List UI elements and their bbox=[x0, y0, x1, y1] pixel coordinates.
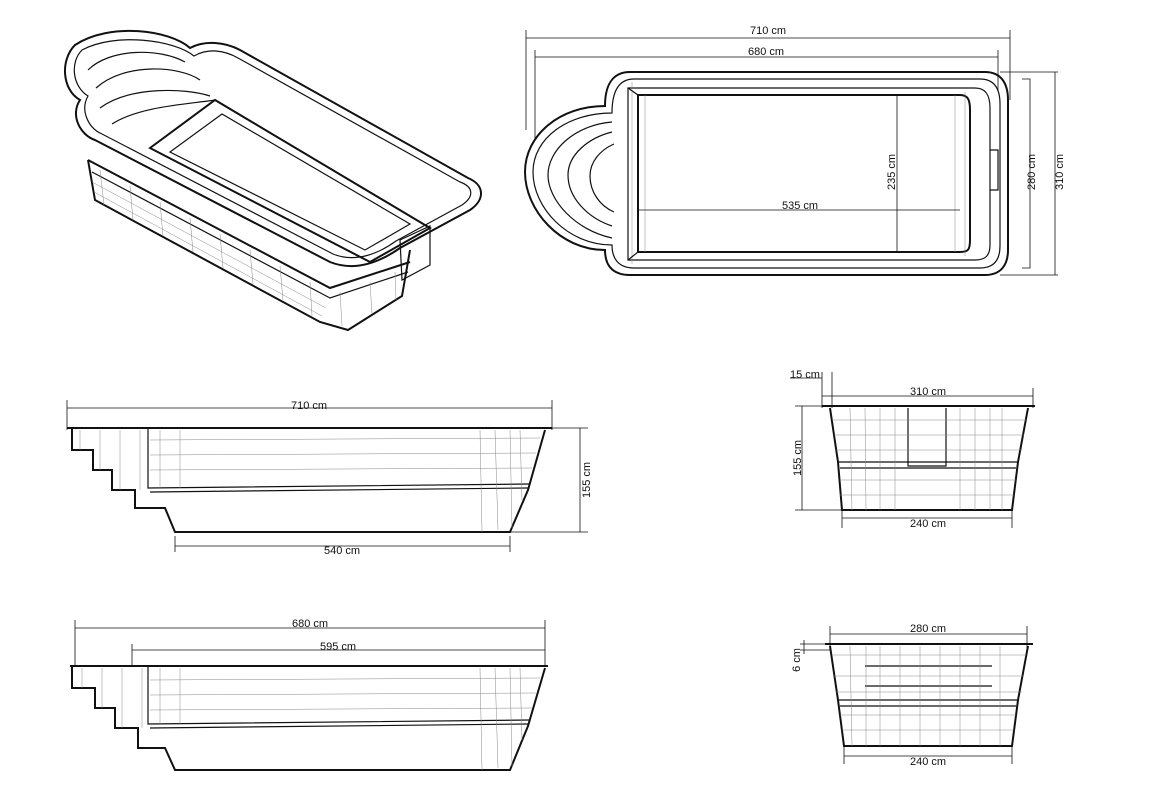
end1-rim: 15 cm bbox=[790, 369, 820, 381]
top-pool-length: 535 cm bbox=[782, 200, 818, 212]
top-view: 710 cm 680 cm 535 cm 235 cm 280 cm 310 c… bbox=[523, 25, 1066, 276]
side2-length: 680 cm bbox=[292, 618, 328, 630]
side2-inner-length: 595 cm bbox=[320, 641, 356, 653]
top-inner-width: 280 cm bbox=[1026, 154, 1038, 190]
side1-floor-length: 540 cm bbox=[324, 545, 360, 557]
isometric-view bbox=[63, 29, 482, 332]
top-pool-width: 235 cm bbox=[886, 154, 898, 190]
side1-length: 710 cm bbox=[291, 400, 327, 412]
end-view-wide: 15 cm 310 cm 155 cm 240 cm bbox=[790, 369, 1035, 530]
end1-floor-width: 240 cm bbox=[910, 518, 946, 530]
side-view-inner: 680 cm 595 cm bbox=[70, 618, 548, 771]
end-view-narrow: 280 cm 6 cm 240 cm bbox=[791, 623, 1033, 768]
end1-depth: 155 cm bbox=[792, 440, 804, 476]
top-overall-width: 310 cm bbox=[1054, 154, 1066, 190]
top-inner-length: 680 cm bbox=[748, 46, 784, 58]
end2-width: 280 cm bbox=[910, 623, 946, 635]
end2-floor-width: 240 cm bbox=[910, 756, 946, 768]
end1-width: 310 cm bbox=[910, 386, 946, 398]
end2-rim: 6 cm bbox=[791, 648, 803, 672]
side1-depth: 155 cm bbox=[581, 462, 593, 498]
top-overall-length: 710 cm bbox=[750, 25, 786, 37]
side-view-long: 710 cm 155 cm 540 cm bbox=[66, 400, 593, 557]
